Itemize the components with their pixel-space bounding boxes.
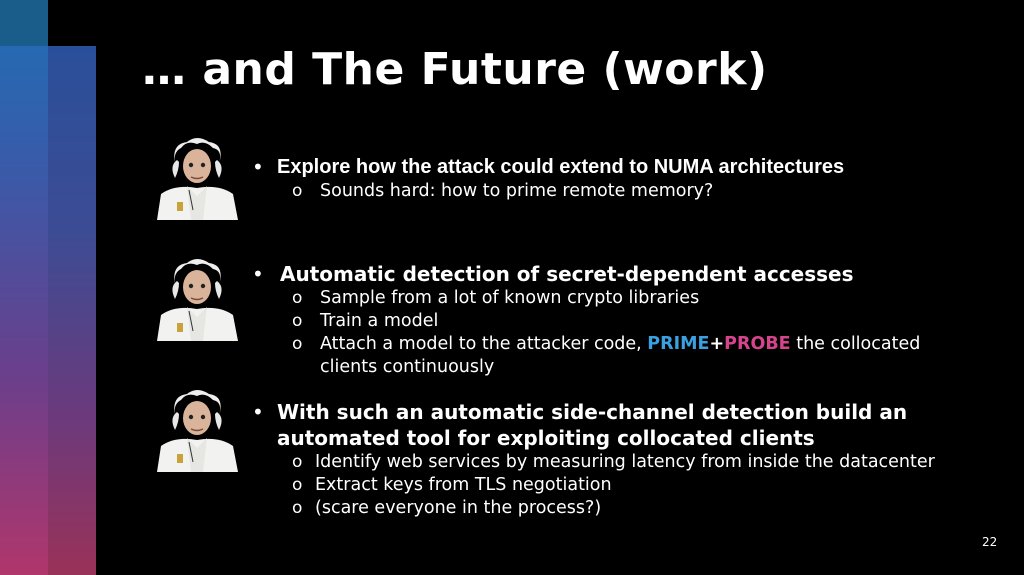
decorative-bar-top (0, 0, 48, 46)
sub-item: o (scare everyone in the process?) (292, 498, 601, 518)
sub-marker: o (292, 452, 303, 472)
decorative-gradient-bar-left (0, 0, 48, 575)
sub-marker: o (292, 311, 303, 331)
sub-marker: o (292, 334, 303, 354)
sub-item: o Attach a model to the attacker code, PR… (292, 334, 920, 354)
slide-title: … and The Future (work) (142, 44, 768, 95)
sub-item-text: Identify web services by measuring laten… (315, 452, 935, 472)
sub-item-text-tail: the collocated (790, 334, 921, 354)
sub-marker: o (292, 181, 303, 201)
sub-item-text: Attach a model to the attacker code, (320, 334, 648, 354)
bullet-heading-automated-tool-line1: With such an automatic side-channel dete… (277, 400, 908, 424)
sub-item: o Extract keys from TLS negotiation (292, 475, 612, 495)
old-scientist-portrait-icon (157, 388, 238, 472)
bullet-heading-automatic-detection: Automatic detection of secret-dependent … (280, 262, 854, 286)
sub-marker: o (292, 498, 303, 518)
page-number: 22 (982, 535, 998, 549)
sub-marker: o (292, 288, 303, 308)
sub-marker: o (292, 475, 303, 495)
old-scientist-portrait-icon (157, 257, 238, 341)
bullet-marker: • (252, 262, 264, 286)
sub-item-text: Sample from a lot of known crypto librar… (320, 288, 700, 308)
old-scientist-portrait-icon (157, 136, 238, 220)
bullet-heading-automated-tool-line2: automated tool for exploiting collocated… (277, 426, 815, 450)
sub-item: o Identify web services by measuring late… (292, 452, 935, 472)
prime-keyword: PRIME (647, 334, 710, 354)
bullet-marker: • (252, 400, 264, 424)
bullet-marker: • (252, 155, 264, 179)
sub-item: o Sample from a lot of known crypto libra… (292, 288, 699, 308)
sub-item-text: (scare everyone in the process?) (315, 498, 602, 518)
sub-item: o Sounds hard: how to prime remote memory… (292, 181, 713, 201)
plus-sign: + (709, 334, 725, 354)
sub-item-text: Train a model (320, 311, 439, 331)
sub-item-text: Sounds hard: how to prime remote memory? (320, 181, 714, 201)
sub-item-text: Extract keys from TLS negotiation (315, 475, 612, 495)
bullet-heading-numa: Explore how the attack could extend to N… (277, 156, 845, 178)
sub-item-continuation: clients continuously (320, 357, 495, 377)
probe-keyword: PROBE (724, 334, 791, 354)
sub-item: o Train a model (292, 311, 438, 331)
decorative-gradient-bar-right (48, 46, 96, 575)
